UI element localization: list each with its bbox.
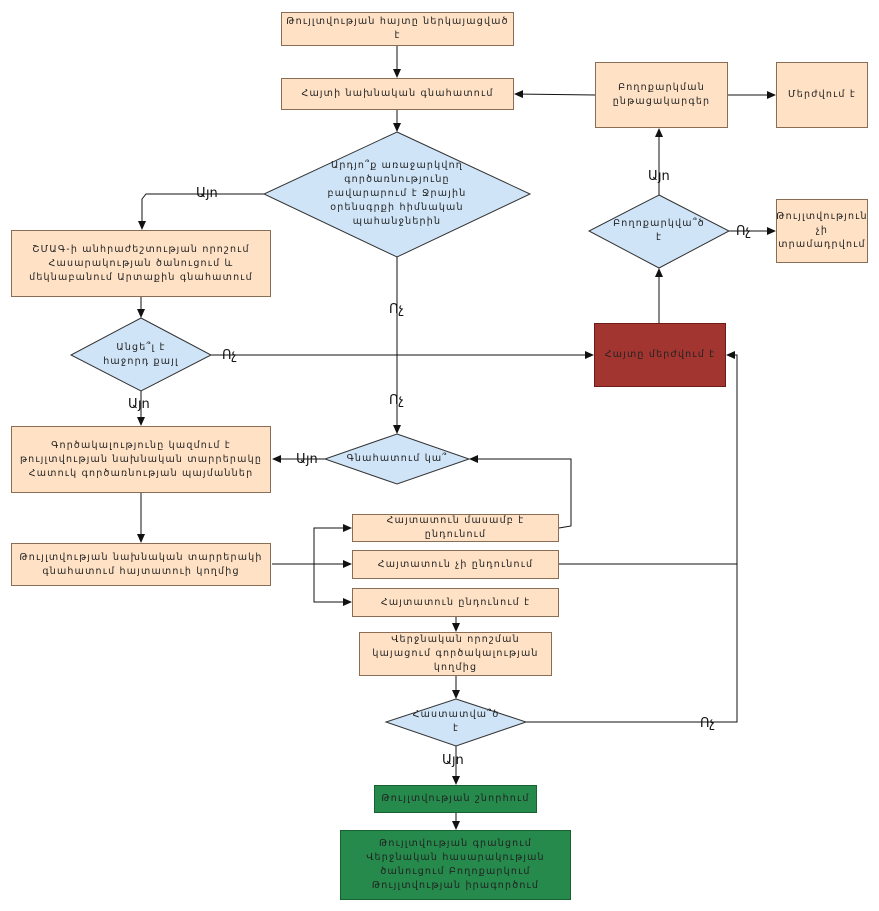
- label-impact-no: Ոչ: [389, 302, 404, 317]
- edge-to-partial: [313, 524, 352, 564]
- connectors: [137, 46, 776, 830]
- draft-conditions-node: Գործակալությունը կազմում է թույլտվության…: [11, 426, 271, 493]
- label-impact-yes: Այո: [196, 186, 218, 201]
- permit-issue-node: Թույլտվության շնորհում: [374, 785, 537, 813]
- label-appeal-no: Ոչ: [736, 224, 751, 239]
- label-eval-no: Ոչ: [389, 393, 404, 408]
- start-node: Թույլտվության հայտը ներկայացված է: [281, 12, 514, 46]
- label-eval-yes: Այո: [296, 452, 318, 467]
- applicant-reject-node: Հայտատուն չի ընդունում: [352, 550, 559, 579]
- edge-to-accept: [313, 564, 352, 606]
- label-appeal-yes: Այո: [648, 169, 670, 184]
- rejected-node: Մերժվում է: [776, 62, 868, 128]
- decision-evaluation-text: Գնահատում կա՞: [346, 453, 448, 464]
- decision-evaluation-shape: [323, 433, 471, 485]
- decision-approved-text: Հաստատվա՞ծ է: [412, 709, 500, 734]
- label-passed-yes: Այո: [128, 397, 150, 412]
- decision-passed-text: Անցե՞լ է հաջորդ քայլ: [103, 342, 179, 367]
- application-denied-node: Հայտը մերժվում է: [594, 323, 726, 387]
- edge-appealproc-prelim: [514, 90, 596, 99]
- decision-appeal-text: Բողոքարկվա՞ծ է: [613, 218, 705, 243]
- label-approved-no: Ոչ: [700, 716, 715, 731]
- edge-impact-yes: [138, 193, 264, 230]
- edge-partial-eval: [469, 455, 572, 529]
- label-passed-no: Ոչ: [222, 348, 237, 363]
- preliminary-assessment-node: Հայտի նախնական գնահատում: [281, 78, 514, 110]
- edge-approved-no: [526, 355, 738, 723]
- draft-evaluation-node: Թույլտվության նախնական տարրերակի գնահատո…: [11, 543, 271, 586]
- label-approved-yes: Այո: [442, 753, 464, 768]
- final-decision-node: Վերջնական որոշման կայացում գործակալությա…: [359, 632, 552, 676]
- permit-not-issued-node: Թույլտվություն չի տրամադրվում: [776, 199, 868, 263]
- decision-impact-text: Արդյո՞ք առաջարկվող գործառնությունը բավար…: [327, 160, 467, 227]
- seia-node: ՇՄԱԳ-ի անհրաժեշտության որոշում Հասարակու…: [11, 230, 271, 297]
- appeal-procedures-node: Բողոքարկման ընթացակարգեր: [595, 62, 728, 128]
- applicant-accept-node: Հայտատուն ընդունում է: [352, 588, 559, 617]
- applicant-partial-node: Հայտատուն մասամբ է ընդունում: [352, 514, 559, 542]
- final-steps-node: Թույլտվության գրանցում Վերջնական հասարակ…: [340, 830, 571, 900]
